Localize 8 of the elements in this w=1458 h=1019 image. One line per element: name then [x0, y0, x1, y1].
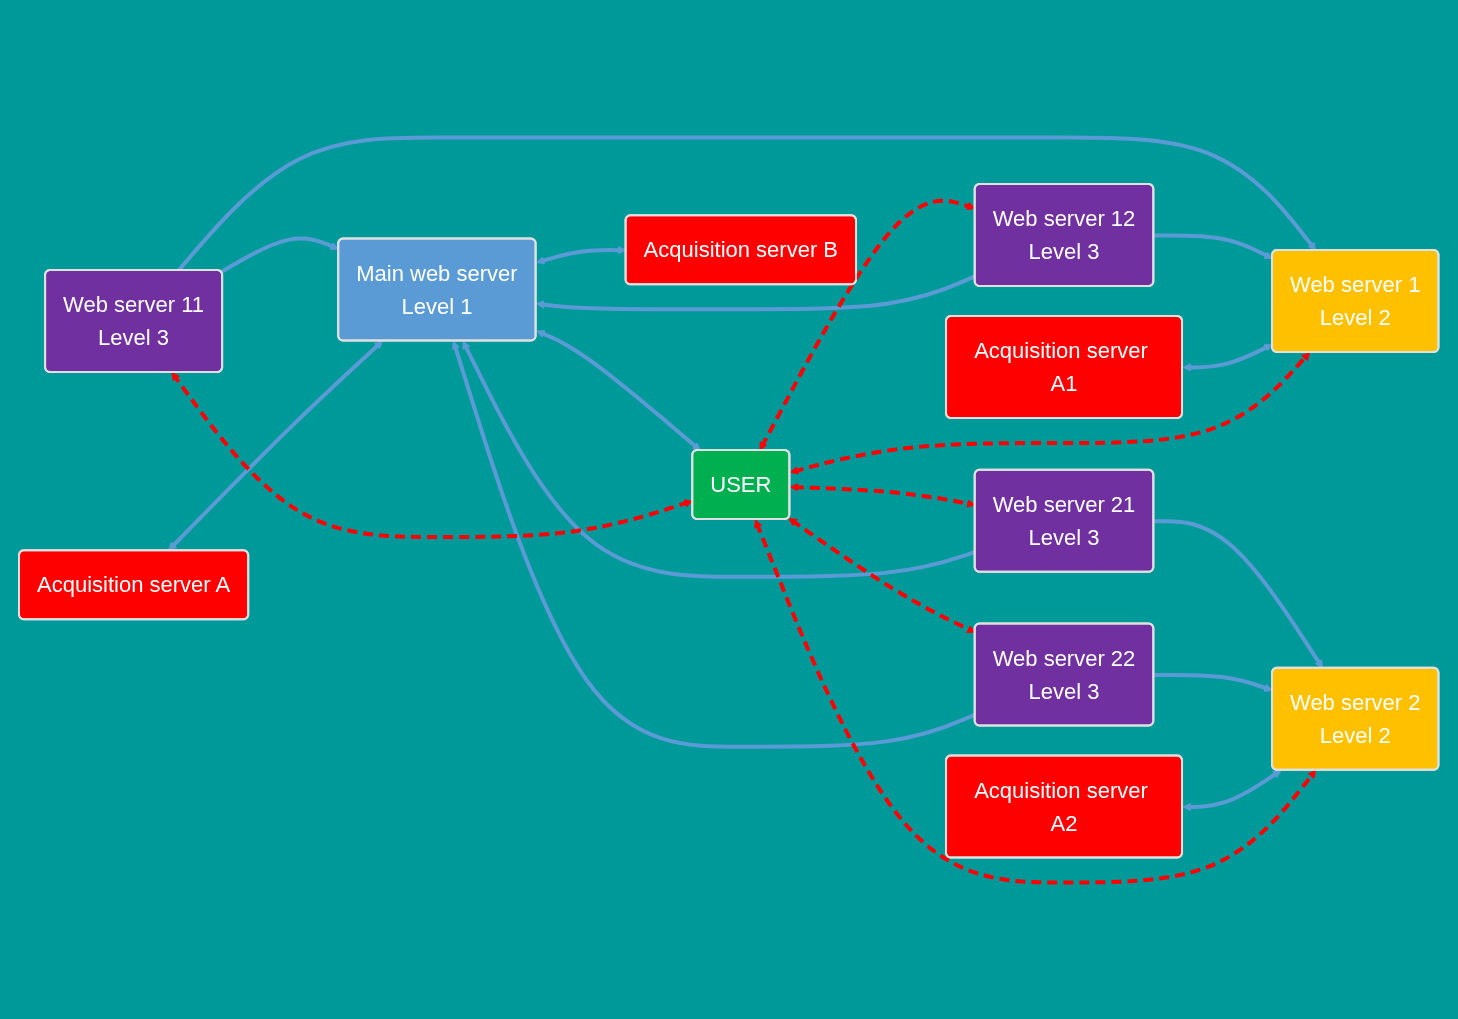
arrow	[1182, 769, 1282, 811]
arrow	[1154, 518, 1324, 669]
arrow	[168, 340, 384, 551]
arrow	[177, 135, 1317, 272]
arrow	[790, 351, 1311, 475]
arrow	[536, 329, 702, 451]
arrow	[754, 518, 1317, 884]
arrow	[788, 517, 976, 633]
